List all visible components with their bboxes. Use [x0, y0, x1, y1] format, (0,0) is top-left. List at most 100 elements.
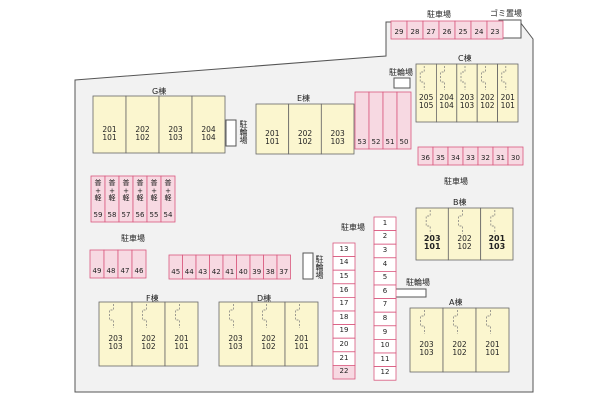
building-title-e: E棟	[297, 94, 311, 103]
stair-outline	[229, 304, 234, 328]
parking-space	[396, 91, 412, 150]
slot-left-row-48: 48	[106, 267, 116, 275]
slot-c-34: 34	[451, 154, 460, 162]
unit-number: 205 105	[419, 93, 434, 111]
bicycle-label-mid: 駐輪場	[315, 255, 324, 279]
slot-bike-59: 59	[93, 211, 103, 219]
stair-outline	[501, 66, 507, 90]
slot-center-41: 41	[225, 268, 235, 276]
building-f	[98, 301, 199, 367]
slot-c-32: 32	[481, 154, 490, 162]
building-c	[415, 63, 519, 123]
slot-top-24: 24	[474, 28, 484, 36]
unit-number: 201 101	[174, 334, 189, 352]
slot-right-1: 1	[382, 218, 388, 227]
slot-top-23: 23	[490, 28, 500, 36]
stair-outline	[486, 310, 491, 334]
building-title-d: D棟	[257, 294, 272, 303]
parking-space	[373, 366, 397, 381]
stair-outline	[419, 66, 425, 90]
slot-right-11: 11	[380, 354, 390, 363]
parking-space	[332, 364, 356, 380]
slot-center-45: 45	[171, 268, 181, 276]
unit	[251, 301, 286, 367]
stair-outline	[458, 210, 463, 234]
slot-center-44: 44	[184, 268, 194, 276]
building-title-f: F棟	[146, 294, 159, 303]
slot-left-14: 14	[339, 258, 349, 267]
slot-left-17: 17	[339, 299, 349, 308]
unit	[475, 307, 510, 373]
slot-bike-55: 55	[149, 211, 159, 219]
slot-center-42: 42	[211, 268, 221, 276]
slot-right-4: 4	[382, 259, 388, 268]
slot-right-9: 9	[382, 327, 388, 336]
unit	[320, 103, 355, 155]
unit	[288, 103, 322, 155]
unit-number: 203 101	[423, 234, 441, 252]
parking-label-top: 駐車場	[427, 10, 451, 19]
slot-center-40: 40	[238, 268, 248, 276]
slot-left-19: 19	[339, 326, 349, 335]
slot-c-36: 36	[421, 154, 430, 162]
unit-number: 203 103	[459, 93, 475, 111]
slot-center-37: 37	[279, 268, 289, 276]
unit	[191, 95, 226, 154]
slot-left-16: 16	[339, 285, 349, 294]
slot-left-row-46: 46	[134, 267, 144, 275]
bicycle-shed-c	[393, 77, 411, 89]
unit	[409, 307, 444, 373]
slot-top-28: 28	[410, 28, 420, 36]
unit-number: 203 103	[228, 334, 243, 352]
unit	[284, 301, 319, 367]
slot-c-35: 35	[436, 154, 445, 162]
unit-number: 202 102	[480, 93, 495, 111]
parking-space	[160, 175, 176, 223]
building-e	[255, 103, 355, 155]
bike-mark: 普 + 軽	[122, 179, 130, 203]
unit-number: 201 101	[485, 340, 500, 358]
slot-top-25: 25	[458, 28, 468, 36]
slot-right-10: 10	[380, 341, 390, 350]
building-title-a: A棟	[449, 298, 463, 307]
bike-mark: 普 + 軽	[150, 179, 158, 203]
stair-outline	[295, 304, 300, 328]
unit	[447, 207, 482, 261]
unit	[480, 207, 514, 261]
unit-number: 202 102	[261, 334, 276, 352]
slot-right-6: 6	[382, 286, 388, 295]
unit-number: 203 103	[330, 129, 345, 146]
bicycle-shed-g	[225, 119, 237, 147]
unit	[92, 95, 127, 154]
unit-number: 203 103	[168, 124, 183, 142]
garbage-label: ゴミ置場	[490, 9, 522, 18]
bicycle-label-c: 駐輪場	[389, 68, 413, 77]
unit-number: 201 101	[294, 334, 309, 352]
unit-number: 202 102	[141, 334, 156, 352]
slot-top-29: 29	[394, 28, 404, 36]
parking-space	[486, 20, 504, 40]
slot-center-43: 43	[198, 268, 208, 276]
slot-right-3: 3	[382, 246, 388, 254]
slot-top-27: 27	[426, 28, 436, 36]
slot-top-26: 26	[442, 28, 452, 36]
slot-left-row-47: 47	[120, 267, 130, 275]
slot-bike-58: 58	[107, 211, 117, 219]
unit-number: 203 103	[108, 334, 123, 352]
slot-right-7: 7	[382, 300, 388, 309]
unit	[125, 95, 160, 154]
slot-right-8: 8	[382, 314, 388, 322]
slot-center-38: 38	[265, 268, 275, 276]
slot-center-39: 39	[252, 268, 262, 276]
bicycle-label-a: 駐輪場	[406, 278, 430, 287]
parking-label-right-mid: 駐車場	[444, 177, 468, 186]
stair-outline	[481, 66, 486, 90]
bike-mark: 普 + 軽	[136, 179, 144, 203]
parking-space	[507, 146, 524, 166]
unit-number: 201 103	[488, 234, 506, 252]
slot-bike-54: 54	[163, 211, 173, 219]
unit	[218, 301, 253, 367]
stair-outline	[262, 304, 267, 328]
bike-mark: 普 + 軽	[108, 179, 116, 203]
unit-number: 201 101	[102, 124, 117, 142]
